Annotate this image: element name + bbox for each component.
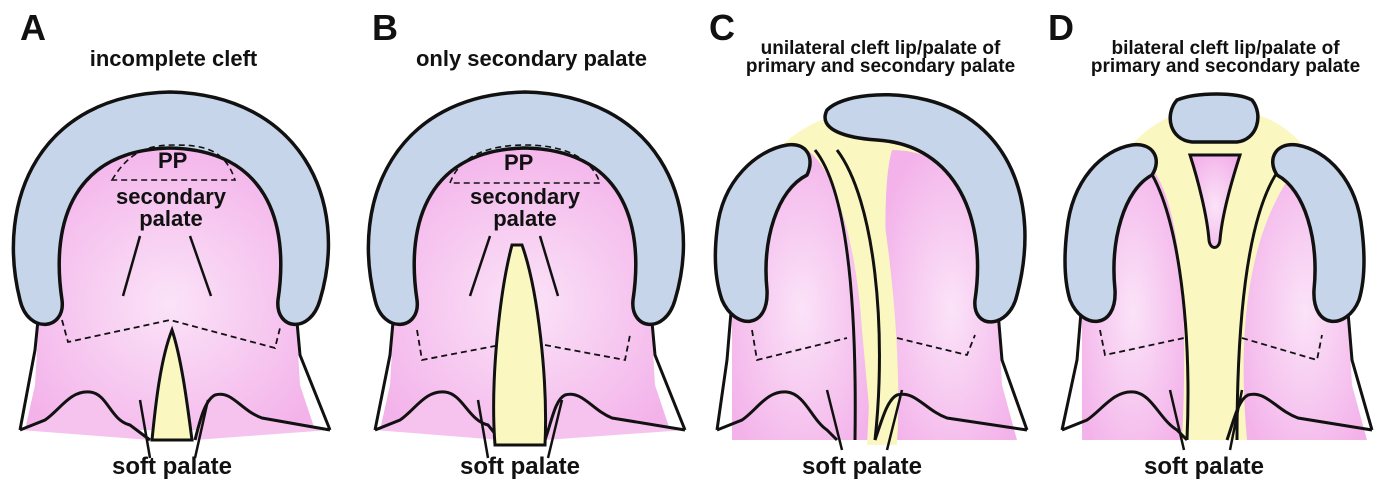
soft-palate-label: soft palate [420, 455, 620, 479]
secondary-palate-label: secondary palate [450, 186, 600, 230]
secondary-palate-label: secondary palate [96, 186, 246, 230]
panel-letter: B [372, 10, 398, 46]
panel-letter: A [20, 10, 46, 46]
panel-d: D bilateral cleft lip/palate of primary … [1042, 0, 1389, 482]
soft-palate-label: soft palate [72, 455, 272, 479]
panel-title: only secondary palate [358, 48, 705, 70]
soft-palate-label: soft palate [1104, 455, 1304, 479]
pp-label: PP [158, 150, 187, 172]
panel-b-drawing [350, 0, 697, 482]
panel-title: bilateral cleft lip/palate of primary an… [1052, 40, 1389, 76]
left-side-outline [717, 300, 732, 430]
pp-label: PP [504, 152, 533, 174]
premaxilla-gum [1170, 94, 1258, 142]
panel-title: unilateral cleft lip/palate of primary a… [707, 40, 1054, 76]
panel-c: C unilateral cleft lip/palate of primary… [697, 0, 1044, 482]
left-side-outline [1062, 300, 1082, 430]
panel-a-drawing [0, 0, 347, 482]
panel-b: B only secondary palate PP secondary pal… [350, 0, 697, 482]
soft-palate-label: soft palate [762, 455, 962, 479]
panel-a: A incomplete cleft PP secondary palate s… [0, 0, 347, 482]
panel-title: incomplete cleft [0, 48, 347, 70]
